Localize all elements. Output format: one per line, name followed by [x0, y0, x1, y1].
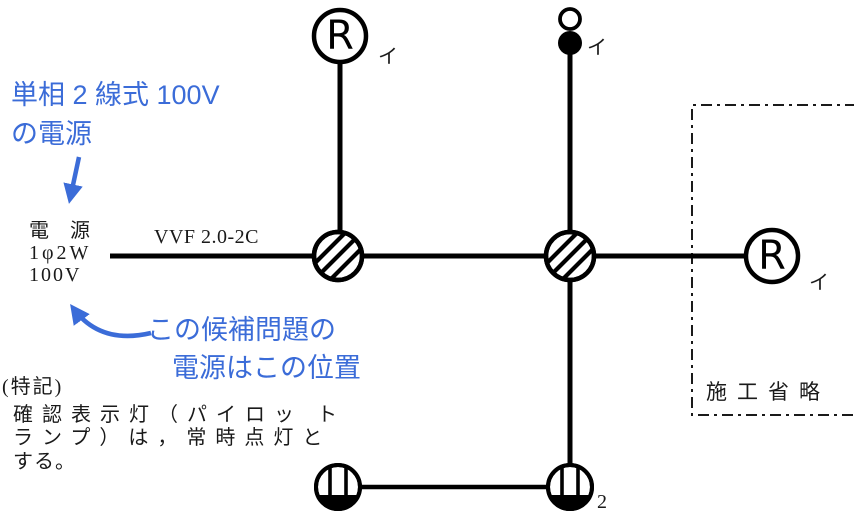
cable-label: VVF 2.0-2C: [154, 226, 260, 248]
power-source-line2: 1φ2W: [29, 242, 92, 264]
outlet-right-icon: [546, 463, 594, 511]
down-arrow-icon: [63, 156, 83, 204]
power-source-line3: 100V: [29, 264, 82, 286]
special-note-line1: 確認表示灯（パイロッ ト: [13, 404, 346, 426]
source-type-annotation-line2: の電源: [11, 119, 92, 149]
lamp-receptacle-right-letter: R: [758, 233, 786, 279]
circuit-mark-switch: イ: [587, 37, 607, 59]
power-source-line1: 電 源: [29, 220, 98, 242]
lamp-receptacle-top-letter: R: [326, 13, 354, 59]
source-type-annotation-line1: 単相 2 線式 100V: [11, 80, 220, 110]
outlet-count-label: 2: [597, 491, 607, 513]
lamp-receptacle-right-icon: [743, 227, 801, 285]
outlet-left-icon: [314, 463, 362, 511]
pilot-lamp-icon: [558, 7, 582, 31]
omission-boundary-box: [691, 104, 854, 416]
source-position-annotation-line1: この候補問題の: [147, 315, 336, 345]
special-note-line3: する。: [13, 451, 76, 473]
omission-label: 施工省略: [706, 380, 830, 404]
lamp-receptacle-top-icon: [311, 7, 369, 65]
joint-box-right-icon: [543, 229, 597, 283]
curved-arrow-icon: [70, 304, 152, 339]
special-note-line2: ランプ）は，常時点灯と: [13, 427, 332, 449]
switch-icon: [558, 31, 582, 55]
circuit-mark-right-lamp: イ: [809, 272, 829, 294]
wires: [110, 36, 746, 490]
circuit-mark-top-lamp: イ: [378, 46, 398, 68]
power-source-label: 電 源 1φ2W 100V: [29, 220, 98, 286]
source-position-annotation-line2: 電源はこの位置: [172, 353, 361, 383]
special-note-heading: (特記): [2, 376, 64, 398]
